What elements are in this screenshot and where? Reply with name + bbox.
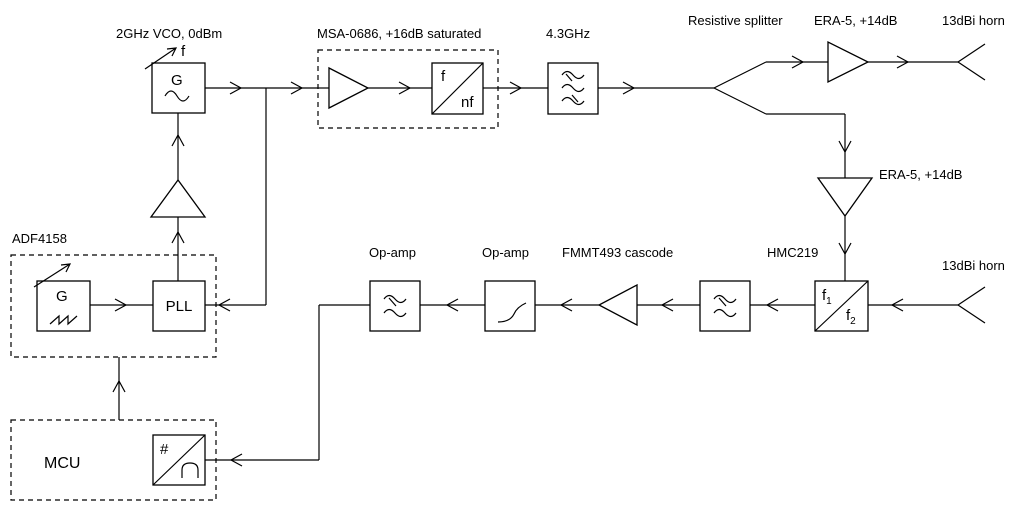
lowpass-filter-block xyxy=(699,280,751,332)
fmmt-cascode-label: FMMT493 cascode xyxy=(562,245,673,260)
multiplier-nf-text: nf xyxy=(461,94,474,111)
pll-text: PLL xyxy=(166,298,193,315)
tx-era-amplifier-label: ERA-5, +14dB xyxy=(814,13,897,28)
ramp-generator-block: G xyxy=(33,263,91,332)
rx-horn-label: 13dBi horn xyxy=(942,258,1005,273)
rx-horn-antenna-icon xyxy=(956,286,986,324)
rx-era-amplifier-label: ERA-5, +14dB xyxy=(879,167,962,182)
frequency-multiplier-block: f nf xyxy=(431,62,484,115)
vco-g-text: G xyxy=(171,72,183,89)
opamp-filter-label: Op-amp xyxy=(369,245,416,260)
msa-amplifier-triangle xyxy=(328,66,370,110)
ramp-tuning-arrow-icon xyxy=(33,263,71,288)
mixer-f2-text: f2 xyxy=(846,307,856,327)
mixer-part-label: HMC219 xyxy=(767,245,818,260)
tx-horn-label: 13dBi horn xyxy=(942,13,1005,28)
highpass-filter-block xyxy=(484,280,536,332)
mixer-f1-text: f1 xyxy=(822,287,832,307)
tx-horn-antenna-icon xyxy=(956,43,986,81)
adf4158-group-outline xyxy=(10,254,217,358)
msa-amplifier-label: MSA-0686, +16dB saturated xyxy=(317,26,481,41)
bandpass-filter-block xyxy=(547,62,599,115)
arrowheads xyxy=(112,55,910,467)
tx-era-amplifier-triangle xyxy=(827,40,870,84)
analog-symbol-icon xyxy=(181,462,199,478)
vco-label: 2GHz VCO, 0dBm xyxy=(116,26,222,41)
loop-amplifier-triangle xyxy=(149,178,207,218)
resistive-splitter-label: Resistive splitter xyxy=(688,13,783,28)
bandpass-frequency-label: 4.3GHz xyxy=(546,26,590,41)
fmmt-cascode-amplifier-triangle xyxy=(597,283,638,327)
opamp-filter-block xyxy=(369,280,421,332)
multiplier-f-text: f xyxy=(441,68,446,85)
ramp-g-text: G xyxy=(56,288,68,305)
mixer-block: f1 f2 xyxy=(814,280,869,332)
pll-block: PLL xyxy=(152,280,206,332)
vco-f-text: f xyxy=(181,43,186,60)
tuning-arrow-icon xyxy=(144,47,177,70)
mcu-text: MCU xyxy=(44,455,80,472)
msa-group-outline xyxy=(317,49,499,129)
adc-hash-text: # xyxy=(160,441,169,458)
opamp-highpass-label: Op-amp xyxy=(482,245,529,260)
adc-block: # xyxy=(152,434,206,486)
signal-lines xyxy=(90,61,958,461)
vco-block: G f xyxy=(144,43,206,114)
adf4158-label: ADF4158 xyxy=(12,231,67,246)
rx-era-amplifier-triangle xyxy=(816,177,874,218)
